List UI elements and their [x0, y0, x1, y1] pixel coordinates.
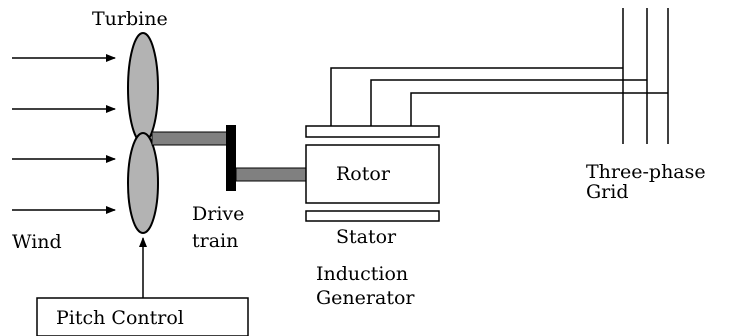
rotor-box [305, 144, 440, 204]
induction-generator-label-line1: Induction [316, 263, 408, 285]
stator-bottom-bar [305, 210, 440, 222]
pitch-control-label: Pitch Control [56, 307, 184, 329]
pitch-control-box [36, 297, 249, 336]
drive-train-plate [226, 125, 236, 191]
grid-label-line2: Grid [586, 181, 629, 203]
induction-generator-label-line2: Generator [316, 287, 415, 309]
phase-line-a [330, 67, 623, 126]
turbine-blade-top [127, 32, 159, 144]
turbine-blade-bottom [127, 132, 159, 234]
turbine-label: Turbine [92, 8, 168, 30]
stator-top-bar [305, 125, 440, 138]
stator-label: Stator [336, 226, 397, 248]
wind-label: Wind [12, 231, 62, 253]
phase-line-b [370, 79, 647, 126]
generator-shaft [235, 167, 307, 182]
grid-label-line1: Three-phase [586, 161, 706, 183]
drive-train-label-line2: train [192, 230, 238, 252]
rotor-label: Rotor [336, 163, 391, 185]
phase-line-c [410, 92, 668, 126]
main-shaft [151, 131, 229, 146]
drive-train-label-line1: Drive [192, 203, 244, 225]
